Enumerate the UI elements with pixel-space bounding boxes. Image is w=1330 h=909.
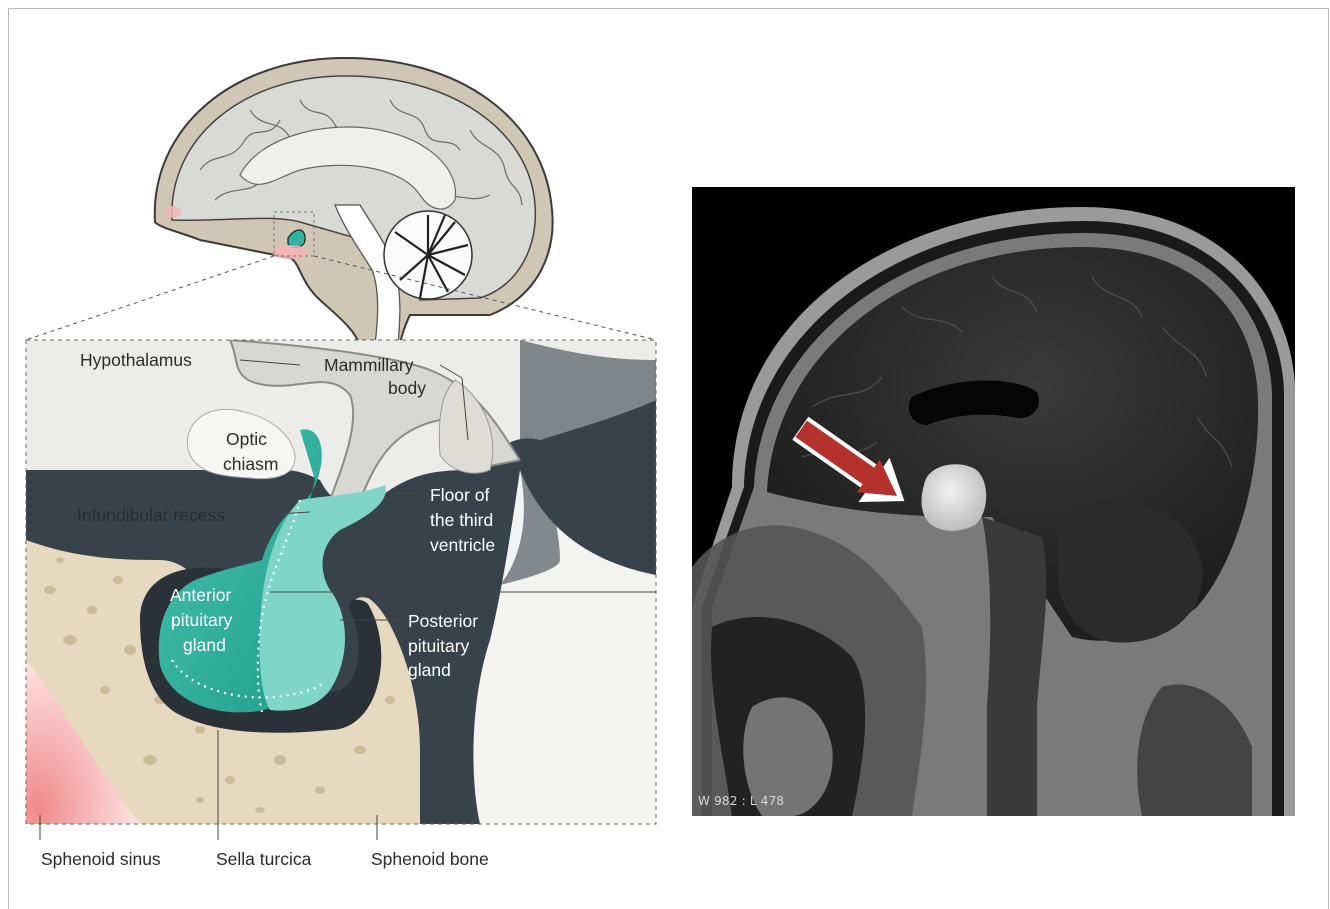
cerebellum (384, 211, 472, 299)
brain-overview (26, 58, 656, 346)
label-floor-2: the third (430, 510, 493, 530)
label-posterior-3: gland (408, 660, 451, 680)
mri-sagittal-image: W 982 : L 478 (692, 187, 1295, 816)
label-sella-turcica: Sella turcica (216, 849, 312, 869)
sphenoid-sinus-small (272, 245, 308, 259)
label-posterior-1: Posterior (408, 611, 478, 631)
mri-pituitary-tumor (922, 464, 987, 531)
label-anterior-2: pituitary (171, 610, 233, 630)
label-floor-3: ventricle (430, 535, 495, 555)
label-sphenoid-bone: Sphenoid bone (371, 849, 489, 869)
pituitary-inset (26, 340, 656, 824)
label-optic-1: Optic (226, 429, 267, 449)
label-optic-2: chiasm (223, 454, 278, 474)
mri-window-level-readout: W 982 : L 478 (698, 794, 784, 808)
label-hypothalamus: Hypothalamus (80, 350, 192, 370)
label-mammillary-2: body (388, 378, 426, 398)
label-anterior-1: Anterior (170, 585, 231, 605)
pituitary-anatomy-diagram: Hypothalamus Mammillary body Optic chias… (0, 0, 680, 897)
label-posterior-2: pituitary (408, 636, 470, 656)
label-mammillary-1: Mammillary (324, 355, 414, 375)
label-infundibular-recess: Infundibular recess (77, 505, 225, 525)
label-sphenoid-sinus: Sphenoid sinus (41, 849, 161, 869)
mri-brainstem (982, 517, 1046, 816)
label-anterior-3: gland (183, 635, 226, 655)
label-floor-1: Floor of (430, 485, 489, 505)
